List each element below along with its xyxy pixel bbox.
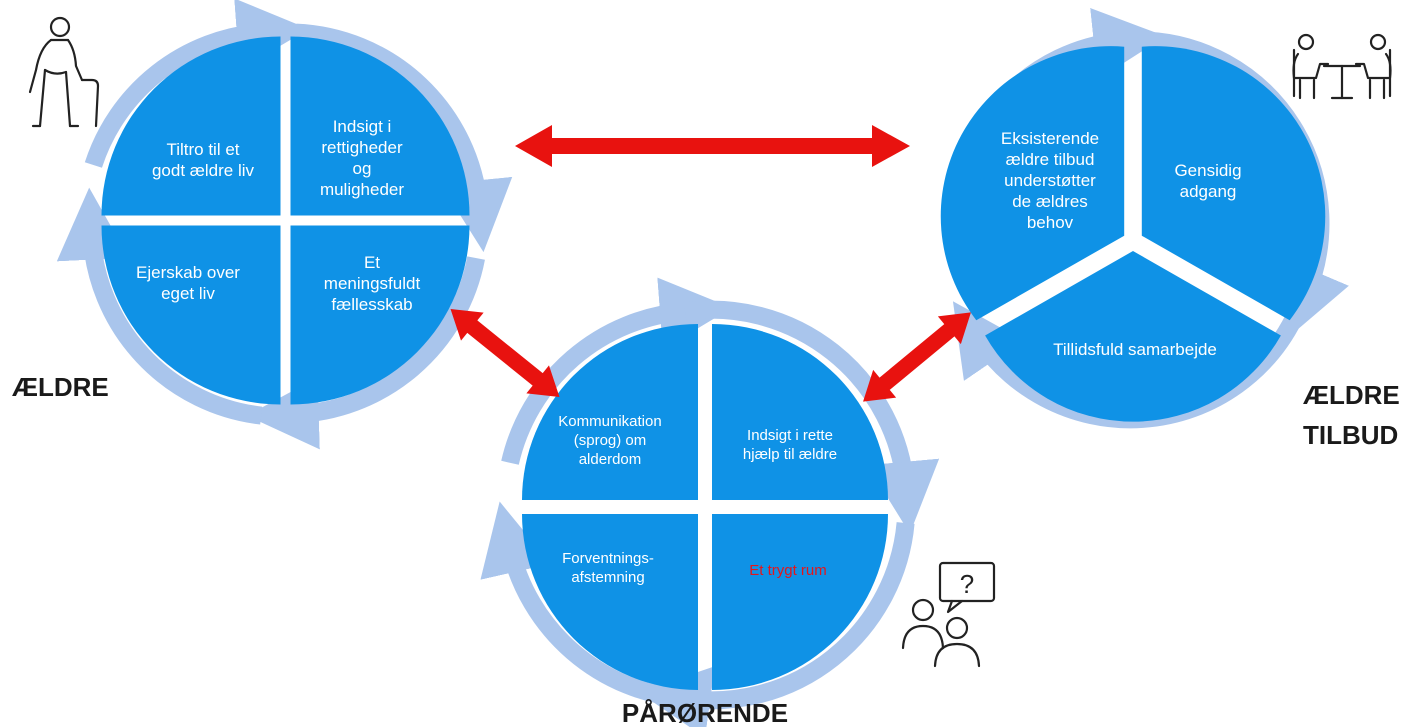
elderly-person-with-cane-icon (28, 16, 100, 128)
aeldre-ring-arc-1 (84, 0, 309, 168)
aeldre-ring-arc-2 (295, 23, 513, 253)
paaroerende-text-forventnings: Forventnings-afstemning (562, 550, 654, 586)
paaroerende-ring-arc-4 (480, 501, 686, 708)
paaroerende-ring-arc-2 (683, 300, 940, 534)
aeldre-label: ÆLDRE (12, 372, 109, 402)
aeldre-ring-arc-3 (246, 256, 485, 450)
paaroerende-segment-trygt (712, 514, 888, 690)
question-mark-glyph: ? (960, 569, 974, 599)
paaroerende-segment-forventnings (522, 514, 698, 690)
aeldre-segment-meningsfuldt (290, 225, 470, 405)
aeldre-ring-arc-4 (56, 187, 263, 425)
aeldre-ring (56, 0, 513, 450)
aeldre-segment-ejerskab (101, 225, 281, 405)
connector-arrows (450, 125, 971, 402)
tilbud-segment-tillidsfuld (985, 251, 1281, 422)
two-people-at-table-icon (1292, 33, 1392, 100)
arrow-aeldre-paaroerende (450, 309, 560, 397)
paaroerende-text-trygt: Et trygt rum (749, 562, 827, 579)
tilbud-segments (940, 46, 1326, 422)
paaroerende-segments (522, 324, 888, 690)
paaroerende-ring-arc-3 (638, 522, 915, 727)
tilbud-segment-eksisterende (940, 46, 1125, 321)
aeldre-segment-tiltro (101, 36, 281, 216)
paaroerende-ring (480, 277, 940, 727)
arrow-aeldre-tilbud (515, 125, 910, 167)
paaroerende-ring-arc-1 (501, 277, 732, 465)
aeldre-segment-indsigt (290, 36, 470, 216)
paaroerende-label: PÅRØRENDE (622, 698, 788, 727)
two-people-question-bubble-icon (901, 561, 996, 668)
aeldre-segments (101, 36, 470, 405)
paaroerende-segment-indsigt (712, 324, 888, 500)
arrow-paaroerende-tilbud (863, 312, 971, 402)
tilbud-segment-gensidig (1141, 46, 1326, 321)
tilbud-text-tillidsfuld: Tillidsfuld samarbejde (1053, 340, 1217, 359)
paaroerende-segment-kommunikation (522, 324, 698, 500)
